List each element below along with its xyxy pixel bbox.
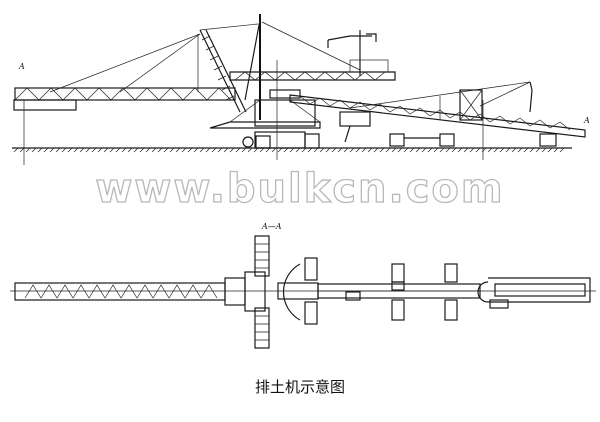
discharge-conveyor xyxy=(289,81,586,160)
watermark: www.bulkcn.com xyxy=(95,165,505,212)
receiving-boom-truss xyxy=(13,33,236,165)
main-mast xyxy=(199,14,396,160)
figure-caption: 排土机示意图 xyxy=(254,378,345,396)
plan-view-label: A—A xyxy=(262,222,282,231)
section-marker-left: A xyxy=(19,62,25,71)
spreader-plan-view xyxy=(10,235,596,349)
section-marker-right: A xyxy=(584,116,590,125)
ground-line xyxy=(12,147,572,153)
